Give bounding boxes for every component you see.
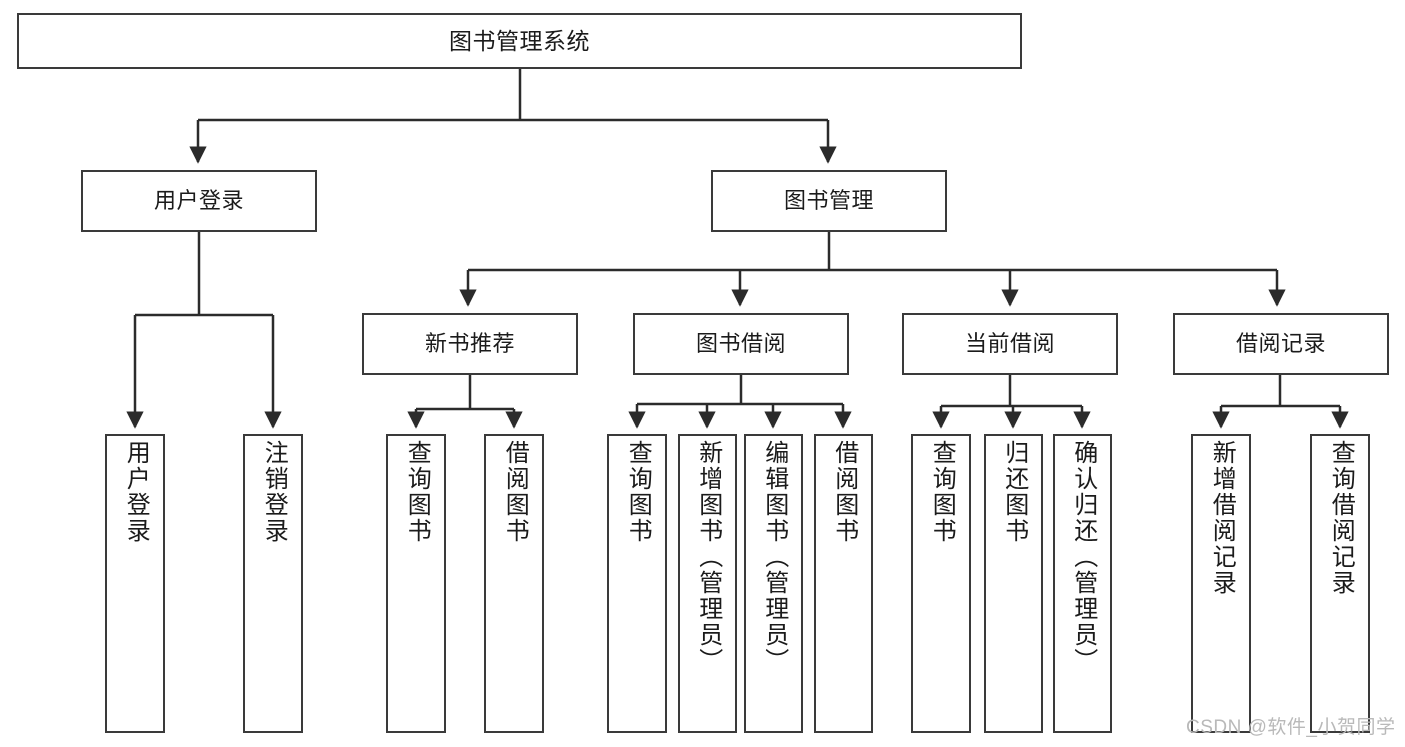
node-book-borrow[interactable]: 图书借阅 (633, 313, 849, 375)
node-label: 新增图书（管理员） (694, 440, 722, 674)
node-leaf-query-borrow-record[interactable]: 查询借阅记录 (1310, 434, 1370, 733)
node-label: 用户登录 (153, 188, 244, 213)
node-label: 新书推荐 (424, 331, 515, 356)
edge-book-borrow-to-leaves (628, 375, 852, 429)
node-label: 编辑图书（管理员） (760, 440, 788, 674)
node-label: 借阅图书 (501, 440, 529, 544)
node-new-book-recommend[interactable]: 新书推荐 (362, 313, 578, 375)
node-label: 借阅图书 (830, 440, 858, 544)
node-label: 图书借阅 (695, 331, 786, 356)
node-leaf-edit-book-admin[interactable]: 编辑图书（管理员） (744, 434, 803, 733)
node-label: 图书管理系统 (449, 27, 590, 54)
node-label: 用户登录 (122, 440, 150, 544)
node-label: 查询图书 (403, 440, 431, 544)
node-leaf-return-book[interactable]: 归还图书 (984, 434, 1043, 733)
edge-root-to-level1 (189, 69, 837, 164)
edge-book-management-to-level2 (459, 232, 1286, 307)
node-leaf-borrow-book[interactable]: 借阅图书 (814, 434, 873, 733)
node-leaf-confirm-return-admin[interactable]: 确认归还（管理员） (1053, 434, 1112, 733)
node-label: 查询图书 (928, 440, 956, 544)
node-label: 图书管理 (783, 188, 874, 213)
edge-borrow-record-to-leaves (1212, 375, 1349, 429)
node-leaf-query-book-recommend[interactable]: 查询图书 (386, 434, 446, 733)
node-label: 归还图书 (1000, 440, 1028, 544)
edge-user-login-to-leaves (126, 232, 282, 429)
node-label: 新增借阅记录 (1208, 440, 1236, 596)
node-leaf-logout[interactable]: 注销登录 (243, 434, 303, 733)
node-current-borrow[interactable]: 当前借阅 (902, 313, 1118, 375)
node-borrow-record[interactable]: 借阅记录 (1173, 313, 1389, 375)
node-leaf-query-book-current[interactable]: 查询图书 (911, 434, 971, 733)
node-label: 查询图书 (624, 440, 652, 544)
node-label: 当前借阅 (964, 331, 1055, 356)
node-leaf-borrow-book-recommend[interactable]: 借阅图书 (484, 434, 544, 733)
node-leaf-query-book-borrow[interactable]: 查询图书 (607, 434, 667, 733)
node-label: 查询借阅记录 (1327, 440, 1355, 596)
node-label: 注销登录 (260, 440, 288, 544)
node-root-system[interactable]: 图书管理系统 (17, 13, 1022, 69)
edge-current-borrow-to-leaves (932, 375, 1091, 429)
node-user-login[interactable]: 用户登录 (81, 170, 317, 232)
node-leaf-add-borrow-record[interactable]: 新增借阅记录 (1191, 434, 1251, 733)
node-label: 确认归还（管理员） (1069, 440, 1097, 674)
node-book-management[interactable]: 图书管理 (711, 170, 947, 232)
node-leaf-user-login[interactable]: 用户登录 (105, 434, 165, 733)
node-leaf-add-book-admin[interactable]: 新增图书（管理员） (678, 434, 737, 733)
edge-new-book-recommend-to-leaves (407, 375, 523, 429)
node-label: 借阅记录 (1235, 331, 1326, 356)
